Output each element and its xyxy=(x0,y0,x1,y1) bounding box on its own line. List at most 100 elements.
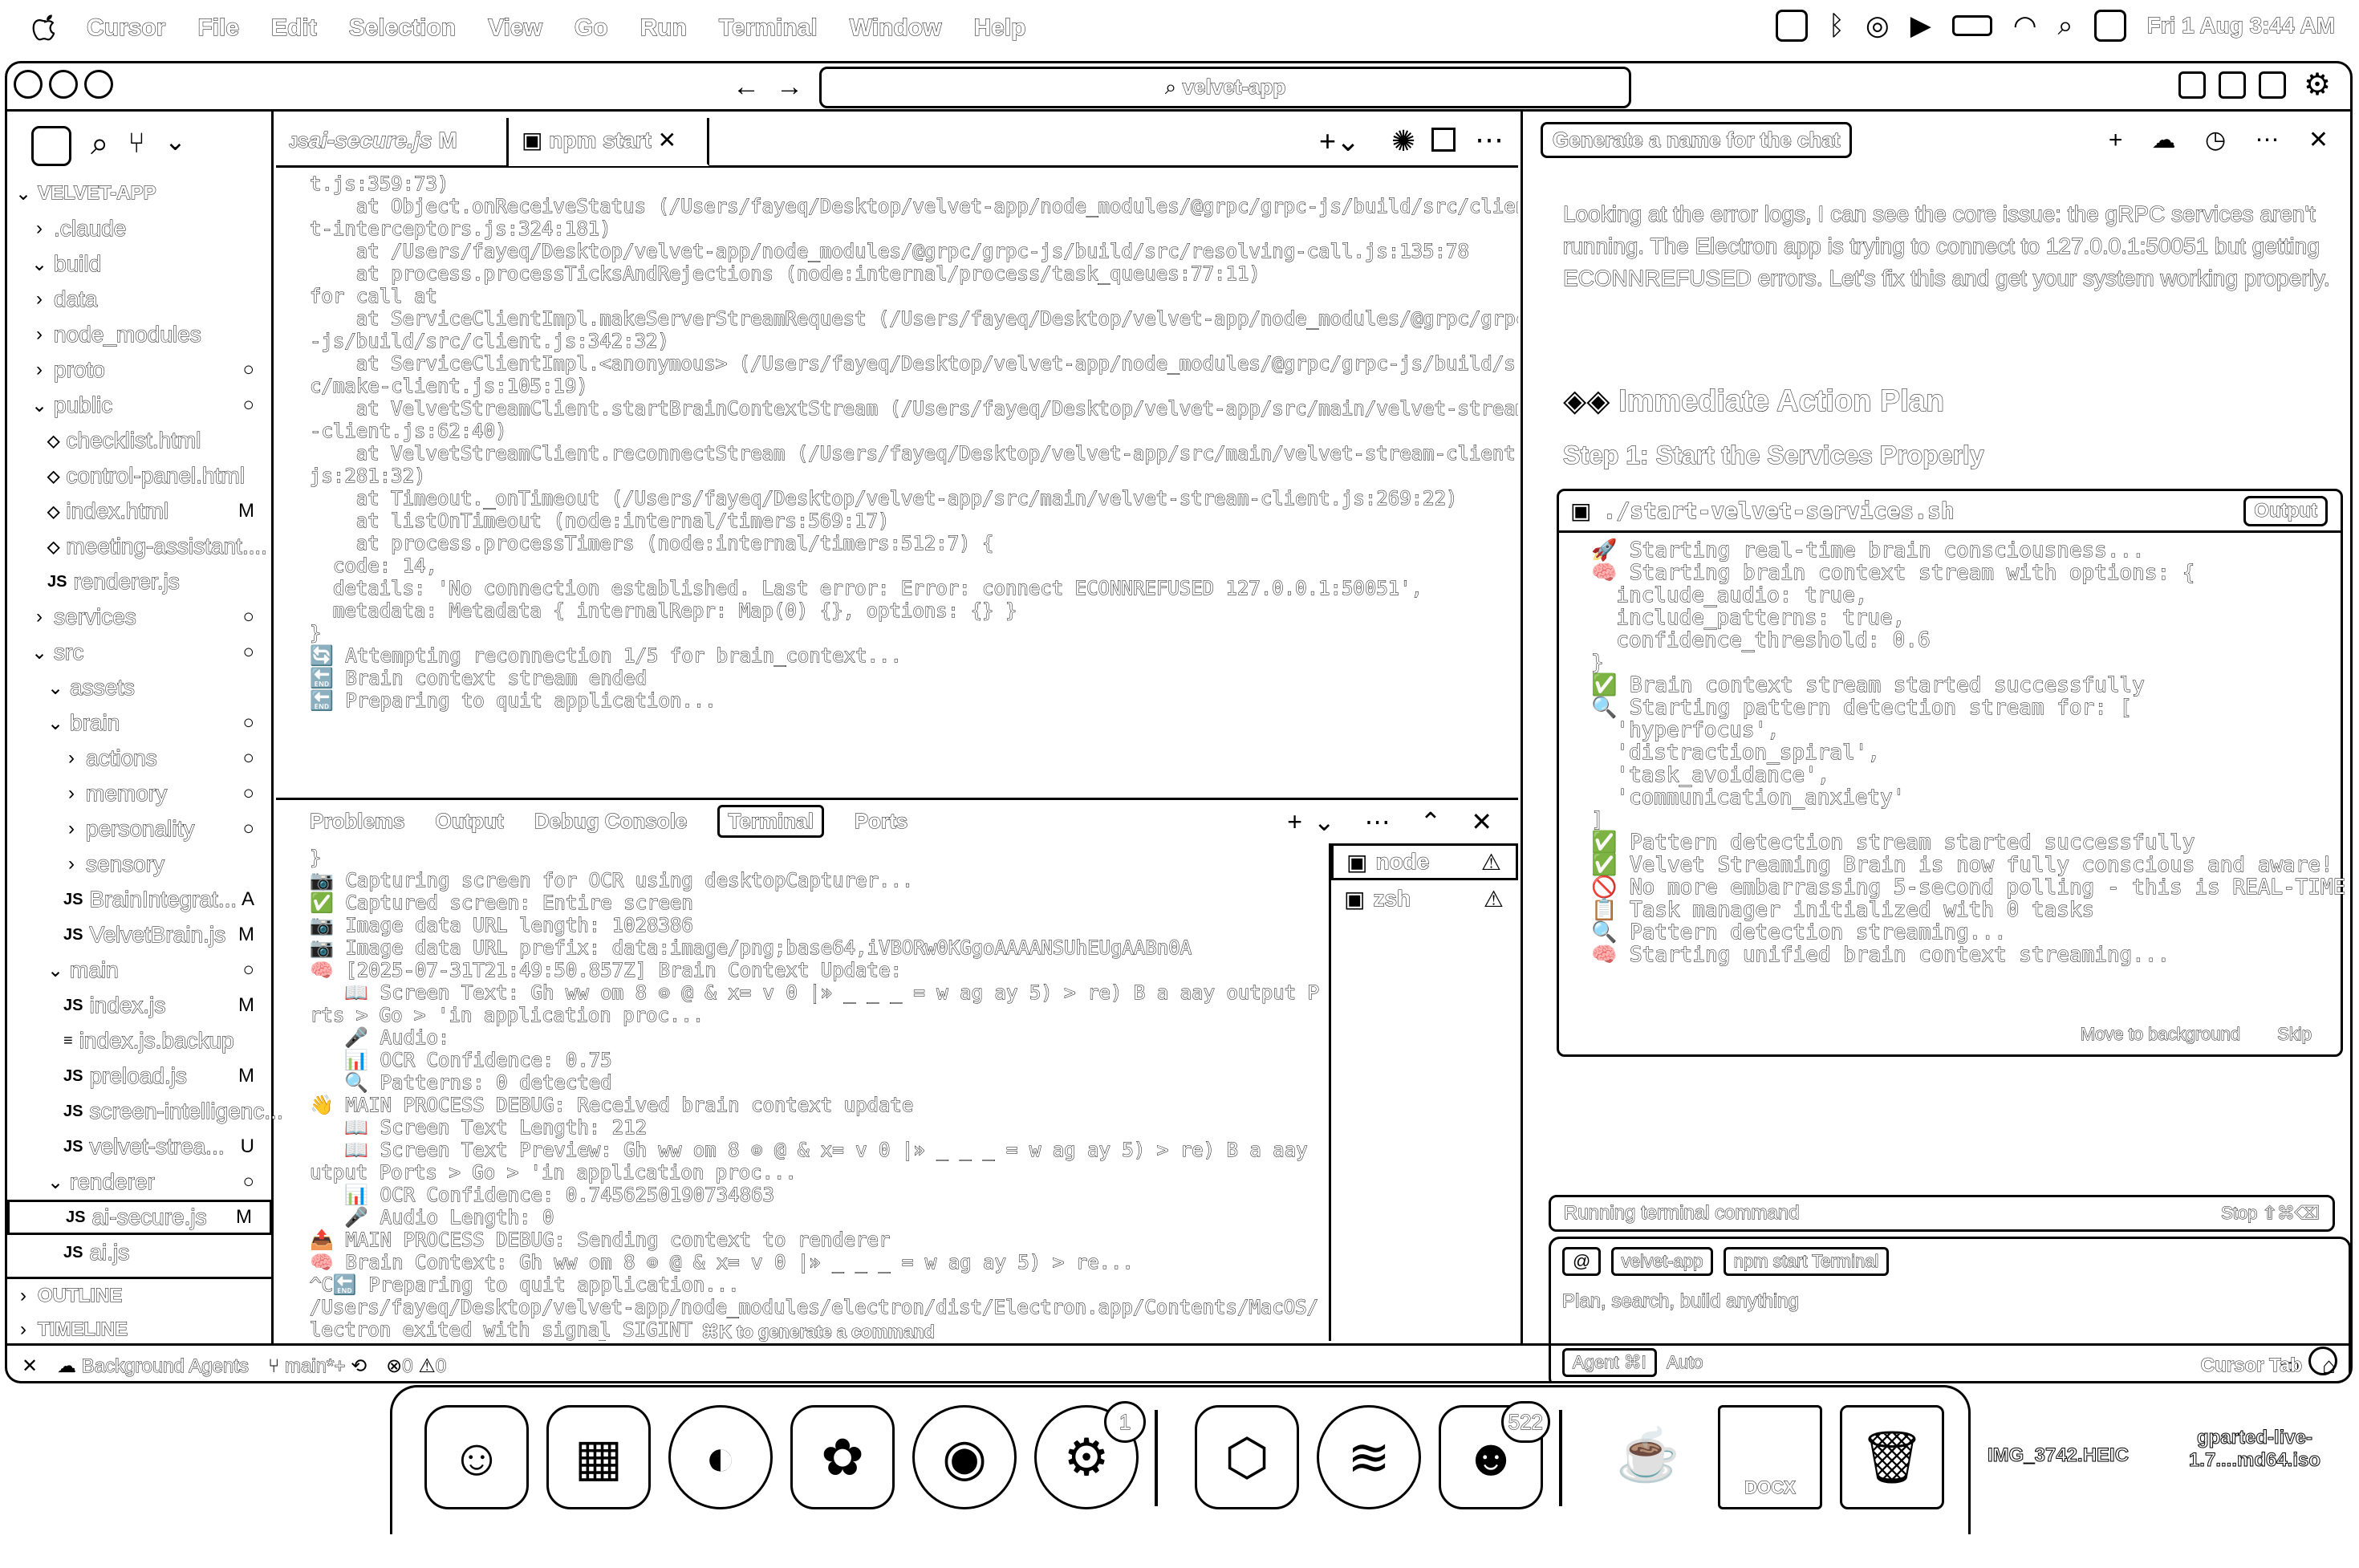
tree-item[interactable]: ⌄public○ xyxy=(7,388,272,423)
remote-icon[interactable]: ✕ xyxy=(22,1355,39,1377)
tab-problems[interactable]: Problems xyxy=(310,809,405,834)
image-icon[interactable]: ▭ xyxy=(2279,1352,2300,1377)
coffee-app-icon[interactable]: ☕ xyxy=(1616,1426,1680,1484)
chat-composer[interactable]: @ velvet-app npm start Terminal Plan, se… xyxy=(1549,1237,2350,1381)
menu-edit[interactable]: Edit xyxy=(271,14,318,42)
toggle-secondary-sidebar-icon[interactable] xyxy=(2259,71,2286,99)
settings-gear-icon[interactable]: ⚙ xyxy=(2304,68,2332,102)
desktop-file-iso[interactable]: gparted-live-1.7....md64.iso xyxy=(2188,1427,2321,1472)
more-options-icon[interactable]: ⋯ xyxy=(1475,123,1504,156)
chatgpt-icon[interactable]: ✿ xyxy=(790,1405,895,1509)
launchpad-icon[interactable]: ▦ xyxy=(546,1405,651,1509)
menu-go[interactable]: Go xyxy=(574,14,608,42)
menu-help[interactable]: Help xyxy=(973,14,1026,42)
toggle-sidebar-icon[interactable] xyxy=(2178,71,2206,99)
move-to-background-button[interactable]: Move to background xyxy=(2080,1024,2241,1045)
wifi-icon[interactable]: ◠ xyxy=(2012,10,2037,41)
back-arrow-icon[interactable]: ← xyxy=(733,71,760,102)
skip-button[interactable]: Skip xyxy=(2277,1024,2312,1045)
tree-item[interactable]: ›node_modules xyxy=(7,317,272,352)
mention-icon[interactable]: @ xyxy=(1562,1247,1602,1276)
source-control-icon[interactable]: ⑂ xyxy=(128,126,146,159)
chat-actions-icon[interactable]: + ☁ ◷ ⋯ ✕ xyxy=(2108,127,2340,153)
tree-item[interactable]: ›personality○ xyxy=(7,811,272,847)
outline-section[interactable]: ›OUTLINE xyxy=(7,1277,272,1312)
close-icon[interactable]: ✕ xyxy=(657,128,677,152)
problems-count[interactable]: ⊗0 ⚠0 xyxy=(386,1355,447,1377)
tree-item[interactable]: ◇control-panel.html xyxy=(7,458,272,494)
agent-mode-selector[interactable]: Agent ⌘I xyxy=(1562,1348,1657,1377)
control-center-icon[interactable] xyxy=(2093,10,2126,42)
chrome-icon[interactable]: ◉ xyxy=(912,1405,1017,1509)
menu-window[interactable]: Window xyxy=(849,14,942,42)
chevron-down-icon[interactable]: ⌄ xyxy=(164,127,186,156)
tree-item[interactable]: ›services○ xyxy=(7,599,272,635)
desktop-file-heic[interactable]: IMG_3742.HEIC xyxy=(1987,1444,2130,1467)
tab-output[interactable]: Output xyxy=(435,809,504,834)
tree-item[interactable]: ⌄renderer○ xyxy=(7,1164,272,1200)
tree-item[interactable]: ⌄main○ xyxy=(7,953,272,988)
tree-item[interactable]: ›data xyxy=(7,282,272,317)
play-icon[interactable]: ▶ xyxy=(1910,10,1931,41)
close-window-button[interactable] xyxy=(14,70,43,99)
tree-item[interactable]: ◇checklist.html xyxy=(7,423,272,458)
safari-icon[interactable]: ◐ xyxy=(668,1405,773,1509)
tree-item[interactable]: ⌄brain○ xyxy=(7,705,272,741)
tab-ports[interactable]: Ports xyxy=(854,809,908,834)
cursor-icon[interactable]: ⬡ xyxy=(1195,1405,1299,1509)
send-stop-button[interactable] xyxy=(2308,1347,2337,1375)
new-terminal-plus-icon[interactable]: +⌄ xyxy=(1319,124,1361,157)
stop-button[interactable]: Stop ⇧⌘⌫ xyxy=(2221,1203,2320,1224)
tab-debug-console[interactable]: Debug Console xyxy=(534,809,688,834)
tree-item[interactable]: ›sensory xyxy=(7,847,272,882)
timeline-section[interactable]: ›TIMELINE xyxy=(7,1312,272,1347)
bluetooth-icon[interactable]: ᛒ xyxy=(1828,10,1845,41)
panel-actions-icon[interactable]: +⌄ ⋯ ⌃ ✕ xyxy=(1287,806,1504,836)
chat-input-placeholder[interactable]: Plan, search, build anything xyxy=(1562,1290,1800,1313)
background-agents[interactable]: ☁ Background Agents xyxy=(57,1355,249,1377)
tab-ai-secure[interactable]: JS ai-secure.js M xyxy=(276,118,509,166)
terminal-zsh[interactable]: ▣zsh⚠ xyxy=(1331,880,1518,917)
menu-file[interactable]: File xyxy=(197,14,240,42)
tree-item[interactable]: ⌄src○ xyxy=(7,635,272,670)
output-button[interactable]: Output xyxy=(2243,495,2328,526)
tree-item[interactable]: ≡index.js.backup xyxy=(7,1023,272,1058)
menu-run[interactable]: Run xyxy=(639,14,687,42)
zoom-window-button[interactable] xyxy=(84,70,113,99)
chat-title[interactable]: Generate a name for the chat xyxy=(1541,121,1853,158)
toggle-panel-icon[interactable] xyxy=(2219,71,2246,99)
explorer-root[interactable]: ⌄VELVET-APP xyxy=(7,176,272,211)
menu-app-name[interactable]: Cursor xyxy=(86,14,166,42)
tree-item[interactable]: ›memory○ xyxy=(7,776,272,811)
battery-icon[interactable] xyxy=(1951,15,1992,36)
tree-item[interactable]: ◇meeting-assistant.... xyxy=(7,529,272,564)
split-editor-icon[interactable] xyxy=(1431,128,1456,152)
tree-item[interactable]: ›proto○ xyxy=(7,352,272,388)
trash-icon[interactable]: 🗑 xyxy=(1840,1405,1944,1509)
context-chip-folder[interactable]: velvet-app xyxy=(1610,1247,1714,1276)
command-center-search[interactable]: ⌕ velvet-app xyxy=(819,67,1631,108)
sparkle-icon[interactable]: ✺ xyxy=(1391,124,1416,157)
tree-item[interactable]: ⌄assets xyxy=(7,670,272,705)
terminal-node[interactable]: ▣node⚠ xyxy=(1331,843,1518,880)
notifications-icon[interactable]: ⌂ xyxy=(2322,1353,2336,1378)
terminal-output[interactable]: } 📷 Capturing screen for OCR using deskt… xyxy=(310,847,1320,1342)
spotlight-search-icon[interactable]: ⌕ xyxy=(2057,10,2073,41)
menu-view[interactable]: View xyxy=(488,14,543,42)
tab-terminal[interactable]: Terminal xyxy=(717,805,824,838)
explorer-icon[interactable] xyxy=(31,126,71,166)
tree-item[interactable]: ›actions○ xyxy=(7,741,272,776)
menu-selection[interactable]: Selection xyxy=(348,14,457,42)
system-settings-icon[interactable]: ⚙1 xyxy=(1034,1401,1146,1509)
git-branch[interactable]: ⑂ main*+ ⟲ xyxy=(267,1355,367,1377)
finder-icon[interactable]: ☺ xyxy=(424,1405,529,1509)
